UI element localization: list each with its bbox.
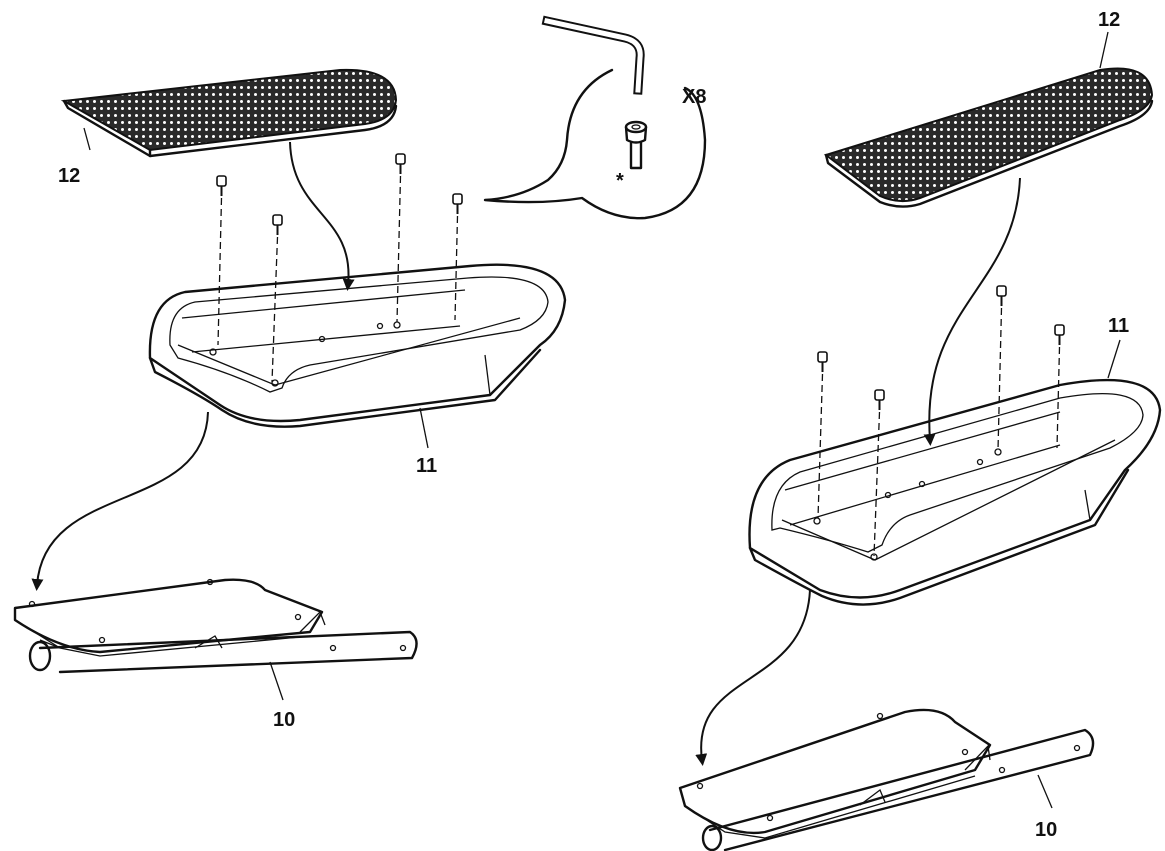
left-assembly: 12 xyxy=(13,68,567,731)
bolts-left xyxy=(216,153,463,383)
allen-key-icon xyxy=(541,15,645,95)
arrow-tray-to-bracket-left xyxy=(31,411,209,591)
bolt-icon xyxy=(452,193,463,321)
leader-pad-right xyxy=(1099,31,1109,69)
leader-pad-left xyxy=(83,127,91,151)
leader-tray-right xyxy=(1107,339,1121,379)
hardware-callout: * X8 xyxy=(483,15,706,220)
label-quantity: X8 xyxy=(682,86,706,108)
label-tray-right: 11 xyxy=(1108,315,1129,337)
arrow-tray-to-bracket-right xyxy=(695,589,811,766)
bolt-icon xyxy=(996,285,1007,451)
bolt-icon xyxy=(271,214,283,383)
bolt-icon xyxy=(395,153,406,323)
socket-bolt-icon xyxy=(624,120,648,170)
arrow-pad-to-tray-left xyxy=(289,141,355,291)
label-pad-left: 12 xyxy=(58,165,80,187)
leader-bracket-right xyxy=(1037,774,1053,809)
foot-tray-left xyxy=(148,263,567,428)
grip-pad-left xyxy=(60,68,398,158)
right-assembly: 12 xyxy=(678,9,1162,851)
bolt-icon xyxy=(873,389,885,557)
label-bracket-left: 10 xyxy=(273,709,295,731)
label-tray-left: 11 xyxy=(416,455,437,477)
label-pad-right: 12 xyxy=(1098,9,1120,31)
bolts-right xyxy=(817,285,1065,557)
grip-pad-right xyxy=(823,67,1154,208)
bolt-icon xyxy=(817,351,828,519)
mount-bracket-right xyxy=(678,708,1095,851)
leader-tray-left xyxy=(419,407,429,449)
foot-tray-right xyxy=(748,378,1162,606)
bolt-icon xyxy=(1054,324,1065,449)
label-note-mark: * xyxy=(616,170,624,192)
arrow-pad-to-tray-right xyxy=(923,177,1021,446)
leader-bracket-left xyxy=(269,661,284,701)
mount-bracket-left xyxy=(13,578,418,674)
label-bracket-right: 10 xyxy=(1035,819,1057,841)
bolt-icon xyxy=(216,175,227,346)
